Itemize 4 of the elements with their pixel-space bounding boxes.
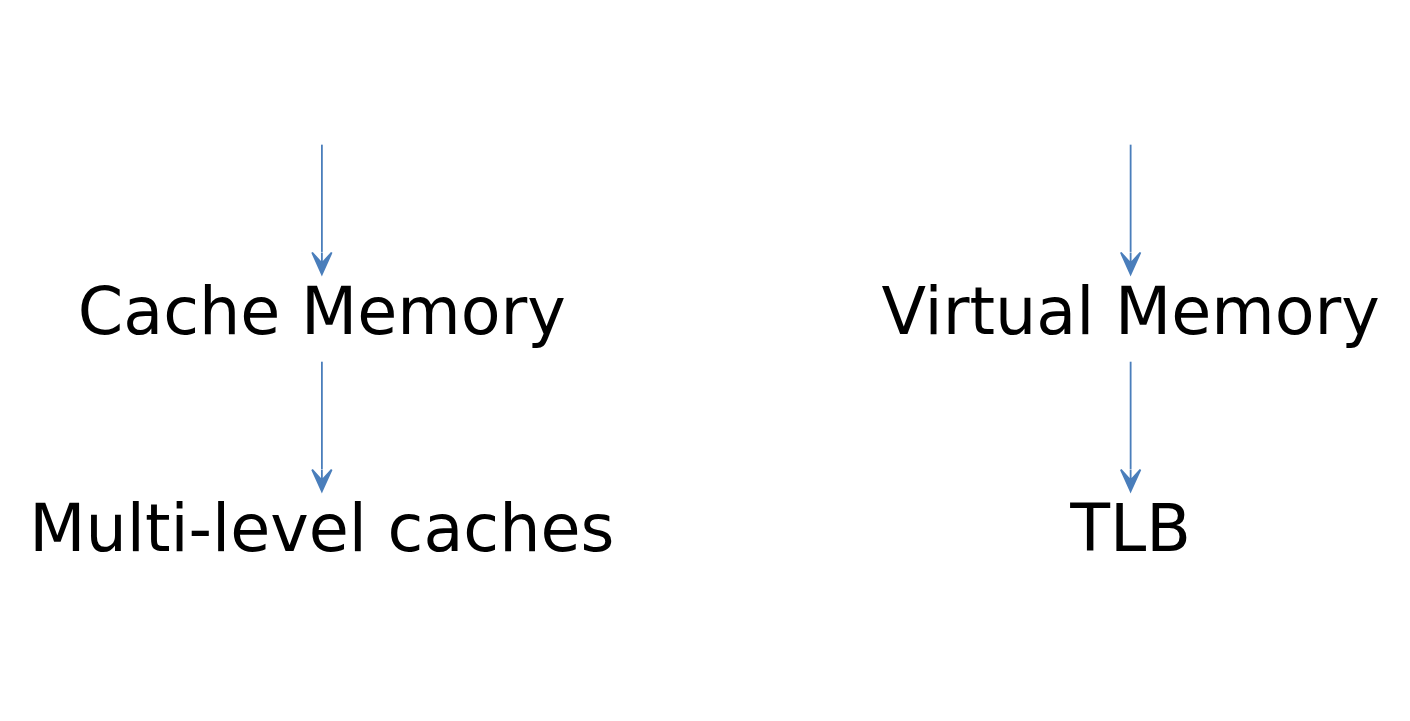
node-text: Multi-level caches xyxy=(29,490,615,566)
node-text: Cache Memory xyxy=(77,273,566,349)
node-text: Virtual Memory xyxy=(881,273,1380,349)
node-text: TLB xyxy=(1070,490,1191,566)
